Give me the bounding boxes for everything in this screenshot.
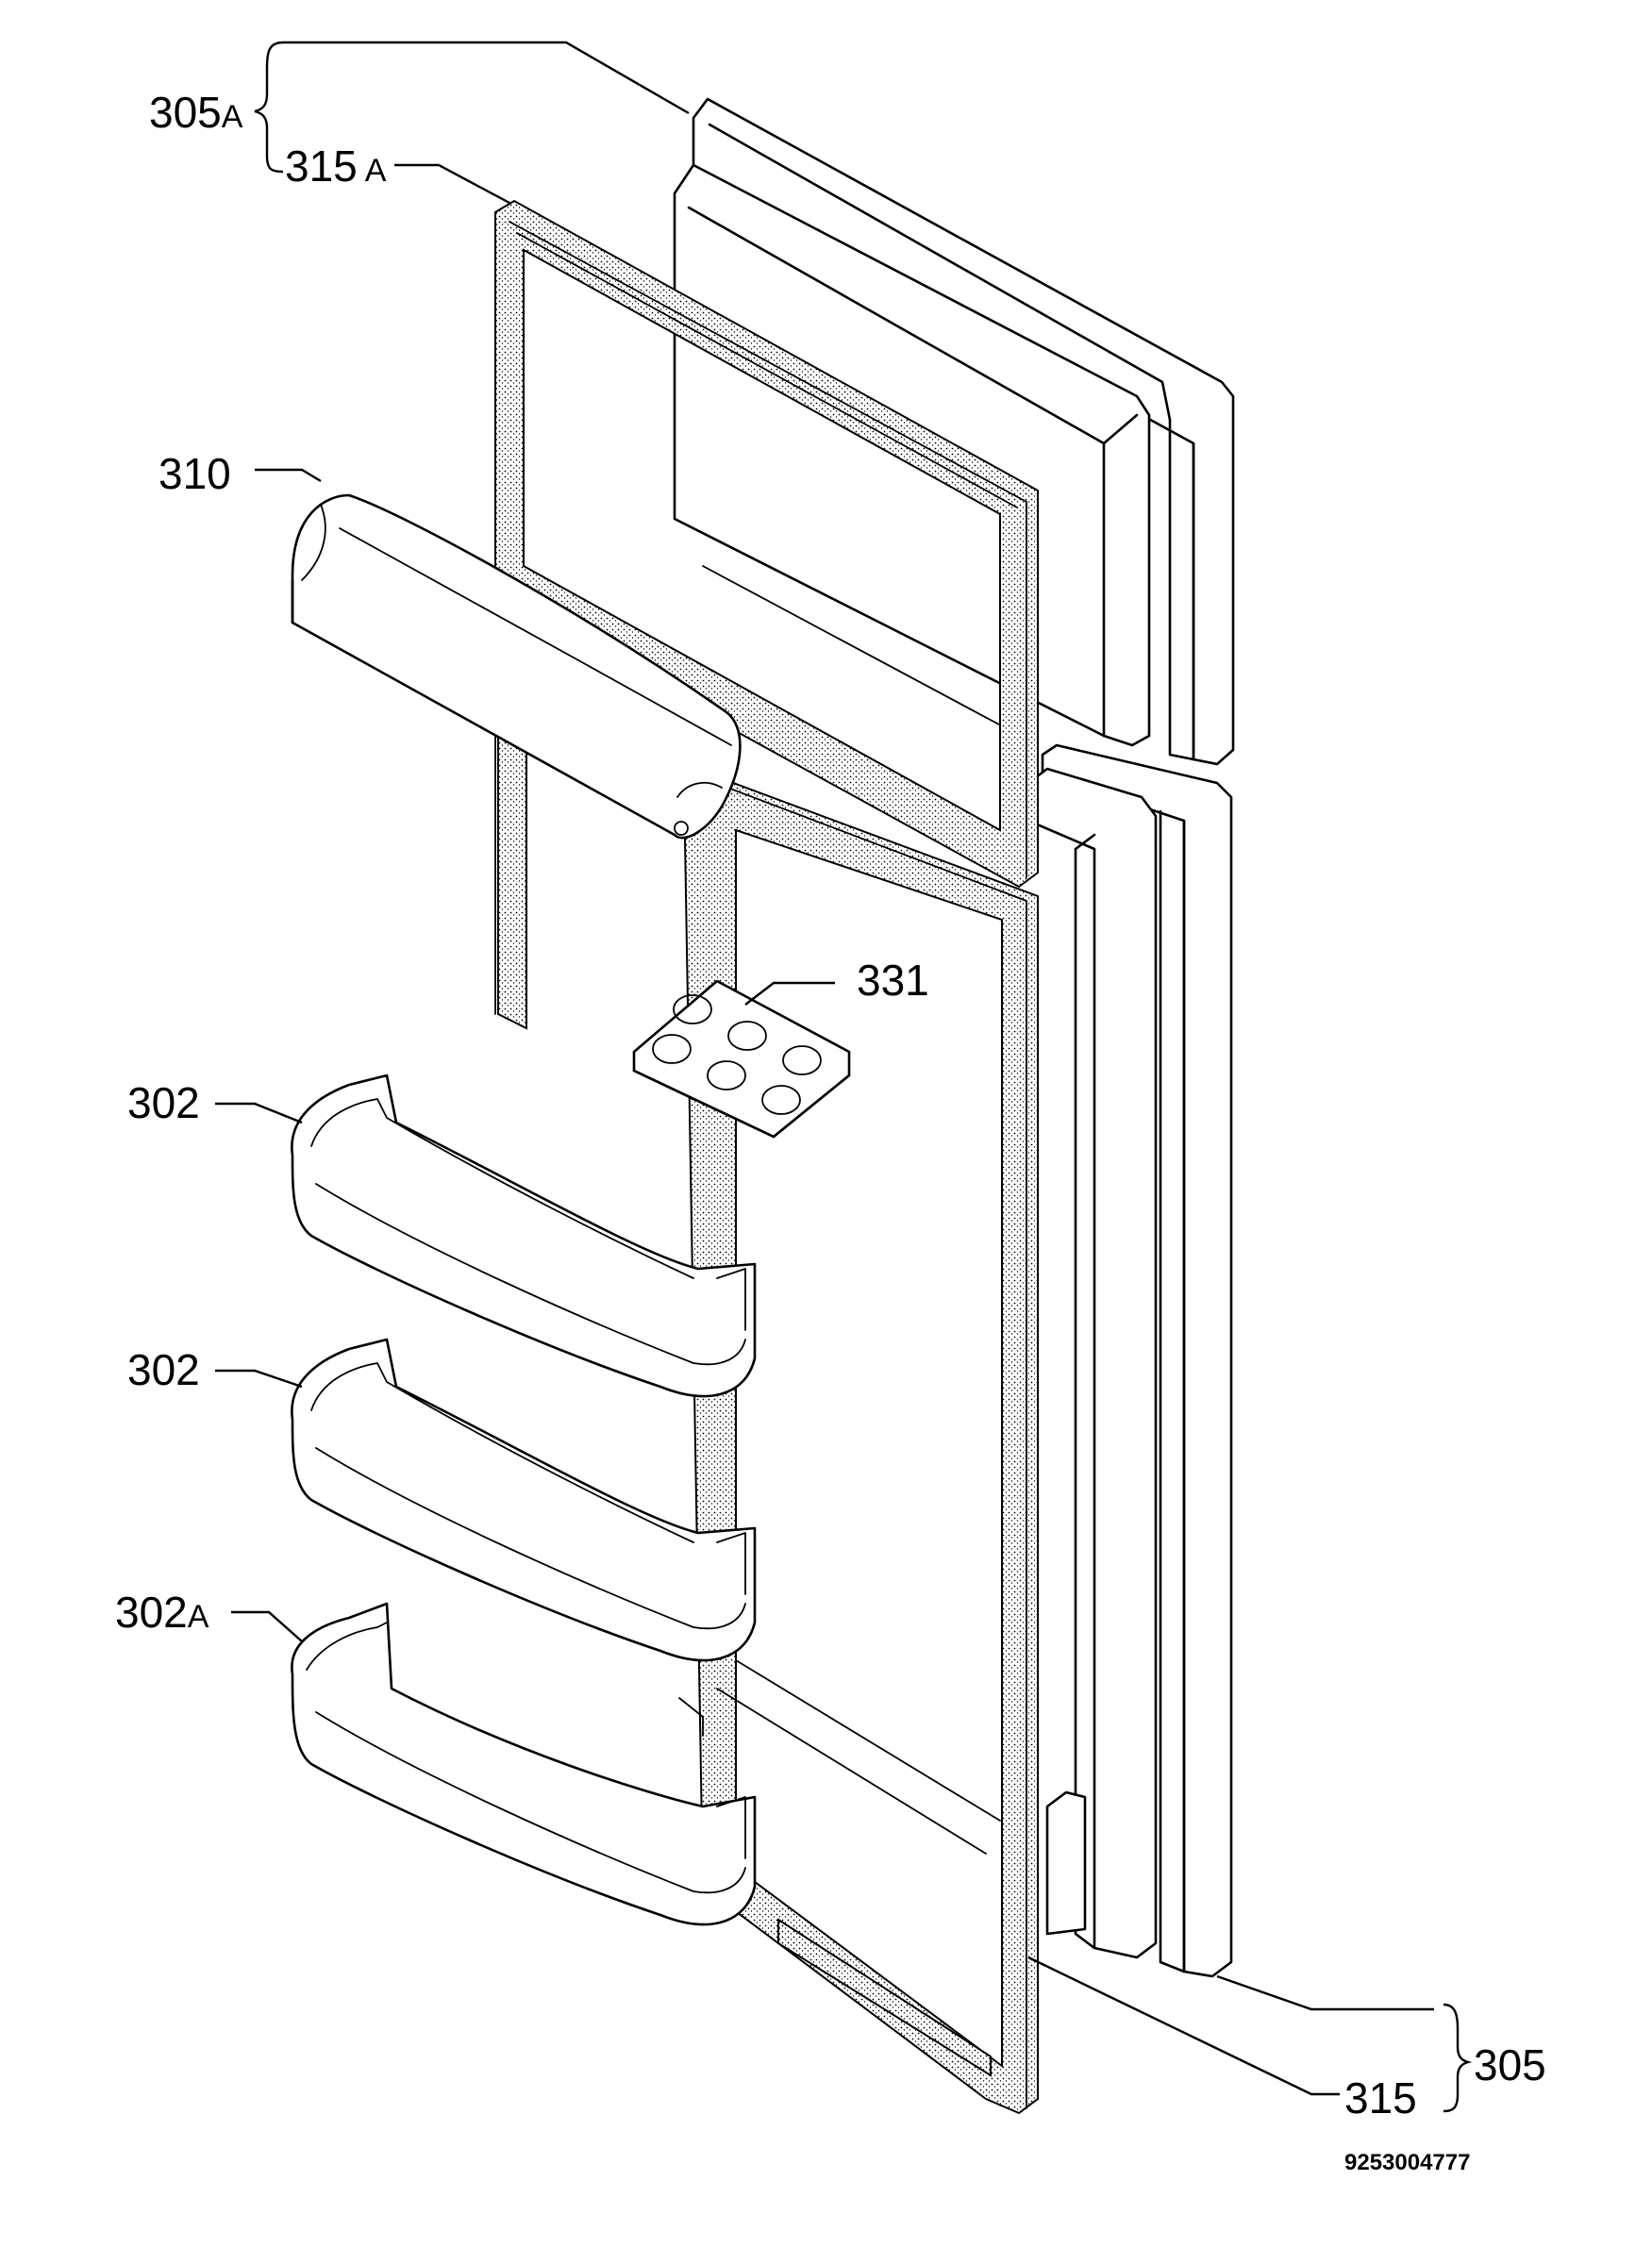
label-305a: 305A xyxy=(149,88,243,137)
fridge-door-outer xyxy=(1026,743,1233,1978)
egg-tray xyxy=(632,979,851,1139)
label-305: 305 xyxy=(1474,2040,1546,2089)
callout-leaders xyxy=(215,41,1434,2096)
label-310: 310 xyxy=(159,449,231,498)
freezer-door-outer xyxy=(673,97,1235,766)
label-302a: 302A xyxy=(115,1588,209,1637)
label-315: 315 xyxy=(1344,2073,1417,2122)
door-shelf-2 xyxy=(291,1338,757,1662)
label-302-second: 302 xyxy=(127,1345,200,1394)
freezer-brace xyxy=(254,41,284,174)
door-shelf-3 xyxy=(291,1602,757,1926)
fridge-brace xyxy=(1443,2003,1473,2113)
door-handle xyxy=(291,493,742,840)
label-331: 331 xyxy=(857,956,929,1005)
door-shelf-1 xyxy=(291,1074,757,1398)
label-302-first: 302 xyxy=(127,1078,200,1127)
document-number: 9253004777 xyxy=(1344,2150,1470,2175)
